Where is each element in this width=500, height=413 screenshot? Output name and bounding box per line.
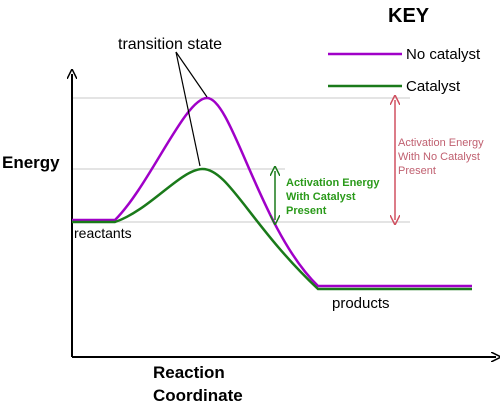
activation-no-catalyst-line2: With No Catalyst: [398, 151, 480, 163]
key-title: KEY: [388, 5, 430, 27]
products-label: products: [332, 295, 390, 312]
reactants-label: reactants: [74, 225, 132, 241]
activation-catalyst-line2: With Catalyst: [286, 191, 356, 203]
transition-state-pointer-no-catalyst: [175, 51, 208, 98]
y-axis-label: Energy: [2, 153, 60, 172]
no-catalyst-curve: [72, 96, 472, 288]
activation-catalyst-line1: Activation Energy: [286, 177, 380, 189]
catalyst-curve: [72, 167, 472, 291]
x-axis-label-line1: Reaction: [153, 363, 225, 382]
activation-no-catalyst-line3: Present: [398, 165, 436, 177]
transition-state-label: transition state: [118, 36, 222, 53]
activation-no-catalyst-line1: Activation Energy: [398, 137, 484, 149]
transition-state-pointer-catalyst: [175, 51, 201, 167]
key-label-catalyst: Catalyst: [406, 78, 461, 95]
activation-catalyst-line3: Present: [286, 205, 327, 217]
key-label-no-catalyst: No catalyst: [406, 46, 481, 63]
x-axis-label-line2: Coordinate: [153, 386, 243, 405]
